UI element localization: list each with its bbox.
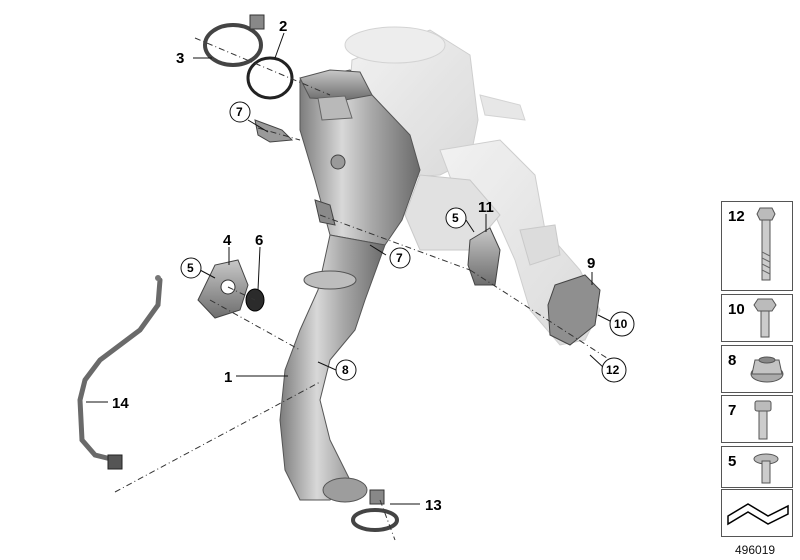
callout-11: 11 xyxy=(478,199,494,216)
bracket-top[interactable] xyxy=(254,119,294,143)
callout-12: 12 xyxy=(606,363,620,377)
callout-9: 9 xyxy=(587,255,595,272)
hardware-number: 7 xyxy=(728,402,737,419)
callout-6: 6 xyxy=(255,232,263,249)
callout-circle-7-top xyxy=(229,101,251,123)
flange-gasket[interactable] xyxy=(547,274,601,346)
leader-lines xyxy=(86,32,613,505)
callout-circle-7-mid xyxy=(389,247,411,269)
catalytic-converter[interactable] xyxy=(299,69,421,246)
bolt-short-icon xyxy=(753,298,777,338)
hardware-number: 8 xyxy=(728,352,737,369)
callout-1: 1 xyxy=(224,369,232,386)
orientation-arrow-icon xyxy=(727,503,789,526)
pressure-sensor-line[interactable] xyxy=(77,275,163,470)
reference-lines xyxy=(114,37,611,541)
hardware-panel-5: 5 xyxy=(721,446,793,488)
hardware-number: 12 xyxy=(728,208,745,225)
callout-circle-12 xyxy=(601,357,627,383)
callout-5-left: 5 xyxy=(187,261,194,275)
pipe-clamp-top[interactable] xyxy=(203,14,265,67)
hardware-number: 10 xyxy=(728,301,745,318)
bracket-11[interactable] xyxy=(467,227,501,286)
down-pipe[interactable] xyxy=(279,234,386,503)
callout-7-mid: 7 xyxy=(396,251,403,265)
hardware-panel-8: 8 xyxy=(721,345,793,393)
callout-8: 8 xyxy=(342,363,349,377)
flange-screw-icon xyxy=(753,453,779,484)
nut-icon xyxy=(750,356,784,383)
callout-2: 2 xyxy=(279,18,287,35)
hardware-panel-10: 10 xyxy=(721,294,793,342)
callout-circle-10 xyxy=(609,311,635,337)
hardware-number: 5 xyxy=(728,453,737,470)
callout-5-right: 5 xyxy=(452,211,459,225)
callout-13: 13 xyxy=(425,497,442,514)
callout-circle-5-left xyxy=(180,257,202,279)
bolt-long-icon xyxy=(756,207,776,281)
reference-symbol-panel xyxy=(721,489,793,537)
callout-circle-5-right xyxy=(445,207,467,229)
torx-bolt-icon xyxy=(754,400,772,440)
hardware-panel-7: 7 xyxy=(721,395,793,443)
callout-circle-8 xyxy=(335,359,357,381)
hardware-panel-12: 12 xyxy=(721,201,793,291)
callout-14: 14 xyxy=(112,395,129,412)
diagram-id: 496019 xyxy=(735,543,776,557)
callout-7-top: 7 xyxy=(236,105,243,119)
callout-4: 4 xyxy=(223,232,232,249)
sealing-ring[interactable] xyxy=(246,56,294,100)
callout-10: 10 xyxy=(614,317,628,331)
mounting-bracket[interactable] xyxy=(197,259,249,319)
callout-3: 3 xyxy=(176,50,184,67)
